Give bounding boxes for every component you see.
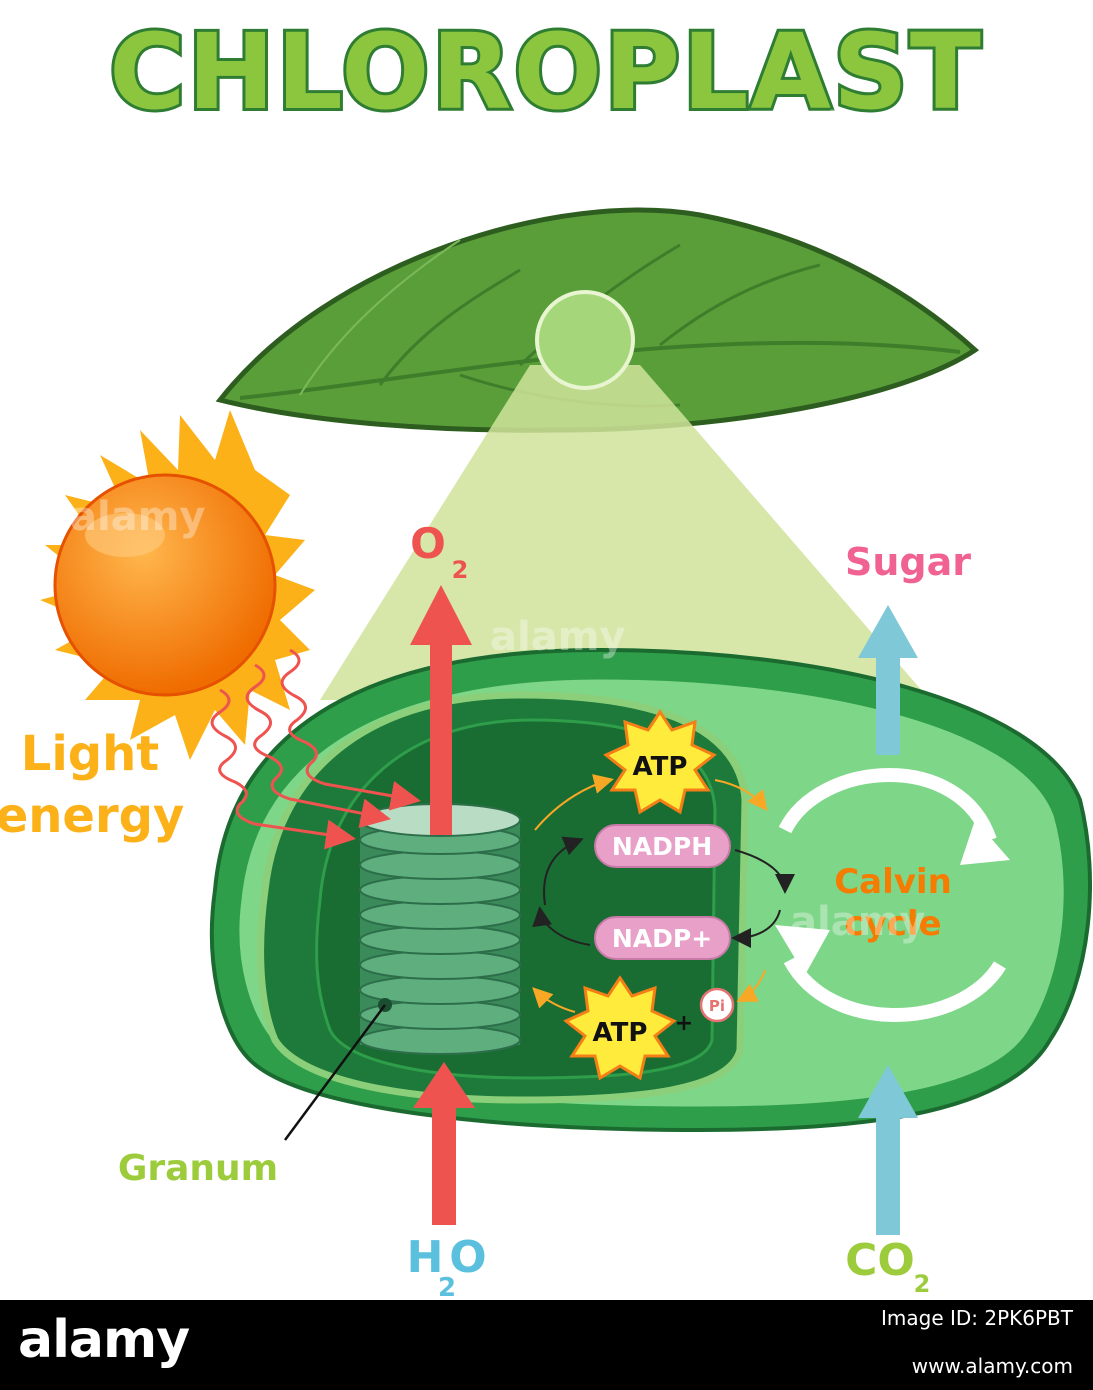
granum-stack <box>359 803 521 1055</box>
watermark-layer: alamy alamy alamy alamy <box>70 104 935 945</box>
image-id-text: Image ID: 2PK6PBT <box>880 1306 1073 1330</box>
nadp-plus-label: NADP+ <box>612 924 712 953</box>
sugar-label: Sugar <box>845 540 971 584</box>
watermark-text: alamy <box>800 104 935 150</box>
chloroplast <box>209 647 1092 1133</box>
co2-label: CO <box>845 1235 915 1286</box>
nadp-plus-pill <box>594 916 731 960</box>
atp-bottom-label: ATP <box>593 1018 648 1048</box>
stock-footer: alamy Image ID: 2PK6PBT www.alamy.com <box>0 1300 1093 1390</box>
light-energy-label-line2: energy <box>0 788 184 844</box>
co2-subscript: 2 <box>914 1270 931 1298</box>
nadph-pill <box>594 824 731 868</box>
chloroplast-diagram: CHLOROPLAST <box>0 8 1092 1300</box>
zoom-circle <box>535 290 635 390</box>
atp-top-badge <box>603 709 717 815</box>
pi-circle <box>699 987 735 1023</box>
brand-logo: alamy <box>18 1310 190 1370</box>
calvin-cycle-label-line1: Calvin <box>834 862 952 902</box>
light-rays <box>210 648 421 850</box>
atp-bottom-badge <box>563 975 677 1081</box>
atp-top-label: ATP <box>633 752 688 782</box>
granum-pointer <box>283 1004 387 1141</box>
h2o-label-sub: 2 <box>438 1273 456 1300</box>
calvin-cycle-label-line2: cycle <box>844 904 941 944</box>
co2-arrow <box>858 1065 918 1235</box>
h2o-label-o: O <box>449 1232 486 1283</box>
watermark-text: alamy <box>790 899 925 945</box>
h2o-label-h: H <box>407 1232 444 1283</box>
pi-label: Pi <box>709 997 725 1015</box>
light-energy-label-line1: Light <box>21 726 160 782</box>
site-url: www.alamy.com <box>911 1354 1073 1378</box>
o2-arrow <box>410 585 472 835</box>
page-title: CHLOROPLAST <box>109 11 983 133</box>
watermark-text: alamy <box>490 614 625 660</box>
calvin-cycle-arrows <box>775 768 1010 1022</box>
nadph-cycle-arrows <box>532 836 795 948</box>
h2o-arrow <box>413 1062 475 1225</box>
zoom-cone <box>320 365 930 700</box>
nadph-label: NADPH <box>612 832 712 861</box>
watermark-text: alamy <box>70 494 205 540</box>
granum-label: Granum <box>118 1148 278 1189</box>
o2-label: O <box>410 519 446 568</box>
sugar-arrow <box>858 605 918 755</box>
sun-icon <box>40 410 315 760</box>
atp-flow-arrows <box>532 774 768 1013</box>
o2-subscript: 2 <box>452 556 469 584</box>
plus-sign: + <box>675 1011 693 1036</box>
